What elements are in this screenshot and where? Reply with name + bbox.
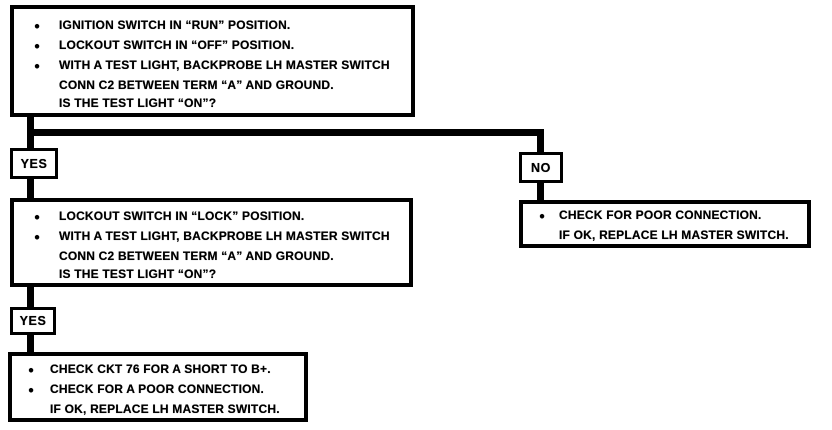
box-line-text: LOCKOUT SWITCH IN “OFF” POSITION. — [59, 38, 295, 52]
no-label-box: NO — [519, 152, 563, 183]
decision-box-2: ● LOCKOUT SWITCH IN “LOCK” POSITION. ● WITH… — [10, 198, 413, 287]
box-line-text: LOCKOUT SWITCH IN “LOCK” POSITION. — [59, 209, 305, 223]
box-line: IS THE TEST LIGHT “ON”? — [32, 265, 403, 283]
connector-to-no-label — [537, 129, 544, 152]
bullet-icon: ● — [34, 61, 41, 72]
yes-label-2-text: YES — [19, 314, 47, 328]
box-line: IS THE TEST LIGHT “ON”? — [32, 94, 405, 112]
box-line: ● CHECK FOR POOR CONNECTION. — [537, 206, 801, 226]
yes-label-1-text: YES — [20, 156, 48, 171]
box-line-text: IF OK, REPLACE LH MASTER SWITCH. — [50, 402, 280, 416]
no-label-text: NO — [531, 160, 551, 175]
bullet-icon: ● — [28, 385, 35, 396]
decision-box-1: ● IGNITION SWITCH IN “RUN” POSITION. ● LOCK… — [10, 5, 415, 117]
box-line: ● WITH A TEST LIGHT, BACKPROBE LH MASTER … — [32, 56, 405, 76]
bullet-icon: ● — [34, 21, 41, 32]
box-line: ● IGNITION SWITCH IN “RUN” POSITION. — [32, 16, 405, 36]
bullet-icon: ● — [34, 41, 41, 52]
connector-no-to-action — [537, 183, 544, 200]
box-line-text: IF OK, REPLACE LH MASTER SWITCH. — [559, 228, 789, 242]
bullet-icon: ● — [34, 212, 41, 223]
box-line: ● LOCKOUT SWITCH IN “LOCK” POSITION. — [32, 207, 403, 227]
box-line-text: CHECK CKT 76 FOR A SHORT TO B+. — [50, 362, 271, 376]
connector-yes2-to-box3 — [27, 335, 34, 352]
yes-label-box-1: YES — [10, 148, 58, 179]
box-line: ● CHECK FOR A POOR CONNECTION. — [26, 380, 298, 400]
connector-yes1-to-box2 — [27, 179, 34, 198]
box-line-text: CHECK FOR POOR CONNECTION. — [559, 208, 762, 222]
box-line-text: IS THE TEST LIGHT “ON”? — [59, 267, 217, 281]
box-line: ● WITH A TEST LIGHT, BACKPROBE LH MASTER … — [32, 227, 403, 247]
box-line: ● CHECK CKT 76 FOR A SHORT TO B+. — [26, 360, 298, 380]
box-line: IF OK, REPLACE LH MASTER SWITCH. — [537, 226, 801, 244]
box-line-text: CONN C2 BETWEEN TERM “A” AND GROUND. — [59, 249, 334, 263]
action-box-final: ● CHECK CKT 76 FOR A SHORT TO B+. ● CHECK F… — [8, 352, 308, 422]
bullet-icon: ● — [28, 365, 35, 376]
connector-horizontal-to-no — [27, 129, 544, 136]
box-line-text: WITH A TEST LIGHT, BACKPROBE LH MASTER S… — [59, 229, 390, 243]
box-line-text: CONN C2 BETWEEN TERM “A” AND GROUND. — [59, 78, 334, 92]
box-line: IF OK, REPLACE LH MASTER SWITCH. — [26, 400, 298, 418]
box-line-text: IS THE TEST LIGHT “ON”? — [59, 96, 217, 110]
box-line-text: WITH A TEST LIGHT, BACKPROBE LH MASTER S… — [59, 58, 390, 72]
box-line-text: IGNITION SWITCH IN “RUN” POSITION. — [59, 18, 291, 32]
box-line: CONN C2 BETWEEN TERM “A” AND GROUND. — [32, 247, 403, 265]
action-box-no-branch: ● CHECK FOR POOR CONNECTION. IF OK, REPLAC… — [519, 200, 811, 248]
bullet-icon: ● — [539, 211, 546, 222]
box-line: ● LOCKOUT SWITCH IN “OFF” POSITION. — [32, 36, 405, 56]
bullet-icon: ● — [34, 232, 41, 243]
box-line-text: CHECK FOR A POOR CONNECTION. — [50, 382, 265, 396]
connector-box2-to-yes2 — [27, 287, 34, 307]
box-line: CONN C2 BETWEEN TERM “A” AND GROUND. — [32, 76, 405, 94]
yes-label-box-2: YES — [10, 307, 56, 335]
